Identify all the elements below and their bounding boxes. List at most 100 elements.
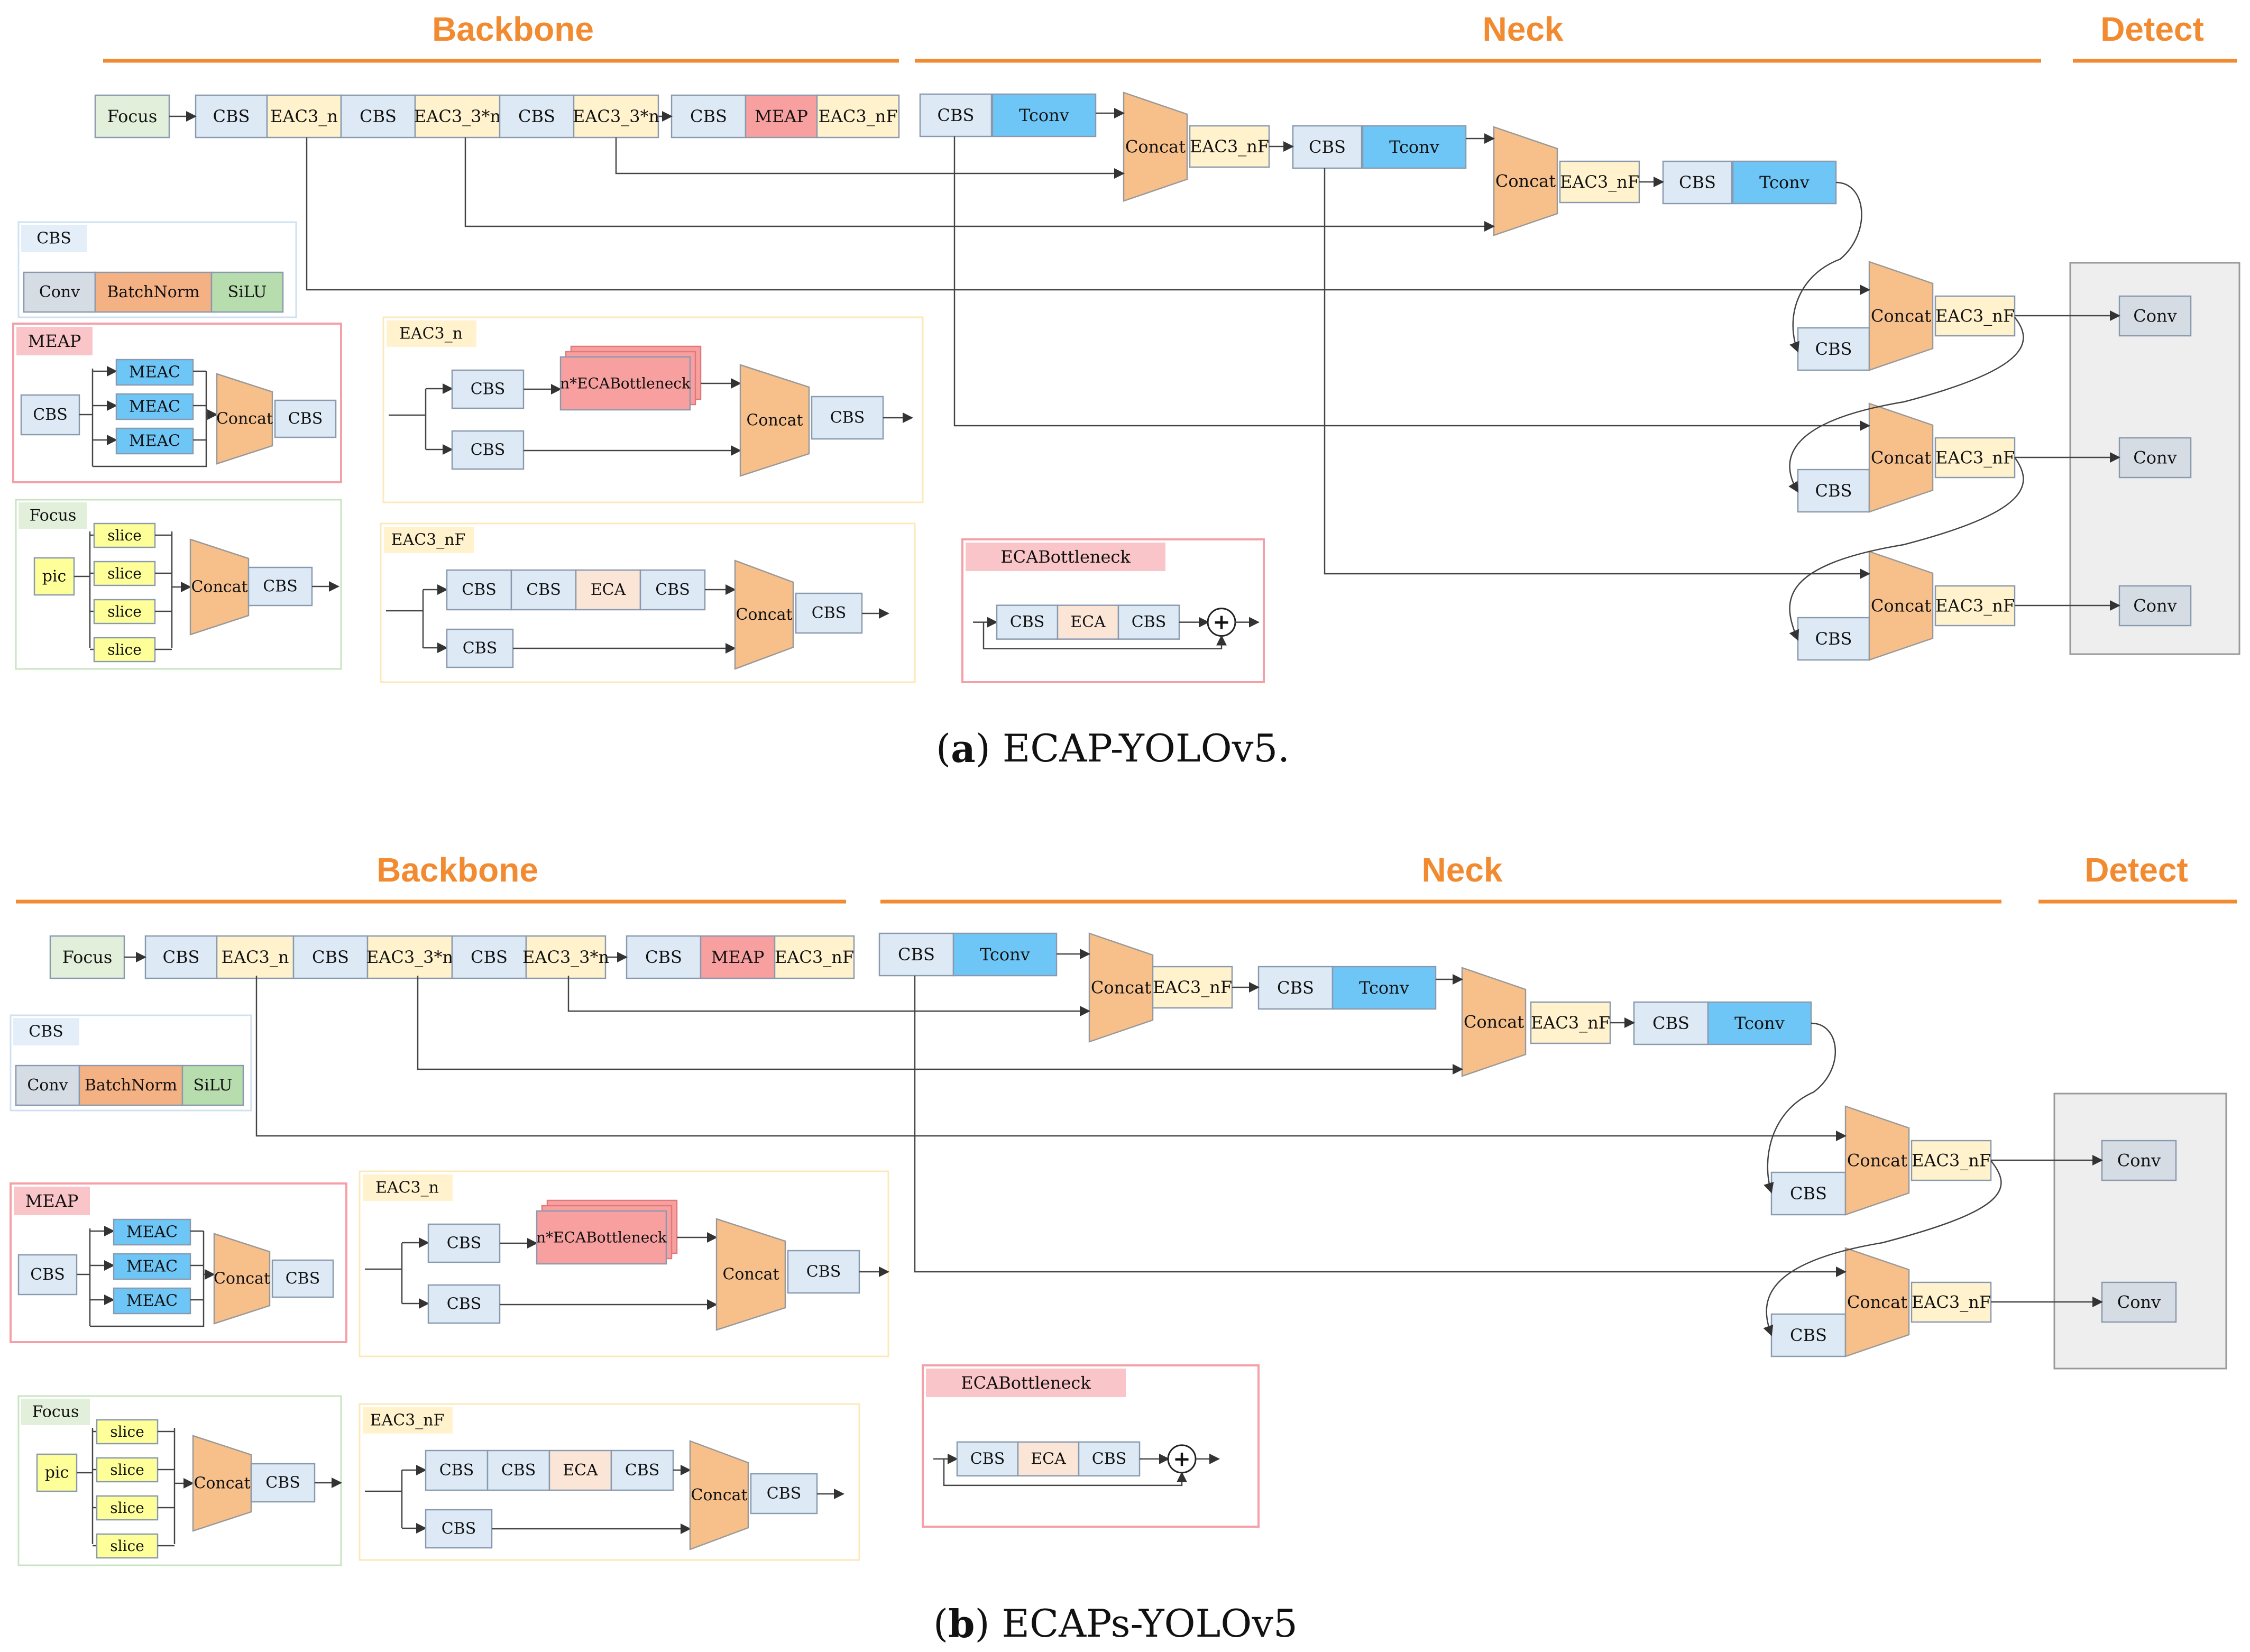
detect-eac3nf-2-label: EAC3_nF [1935, 596, 2015, 616]
legend-ecab-chain-2-label: CBS [1092, 1449, 1127, 1468]
legend-eac3n-top-label: CBS [447, 1234, 482, 1253]
legend-focus-input-rect [36, 1453, 78, 1492]
legend-eac3nf-output: CBS [750, 1473, 818, 1515]
neck-cbs-1-label: CBS [898, 944, 935, 965]
legend-focus-slice-0-rect [93, 522, 156, 548]
legend-focus-concat-shape [189, 538, 250, 636]
neck-concat-2-label: Concat [1495, 171, 1556, 191]
backbone-node-1: CBS [144, 935, 218, 979]
neck-concat-1-shape [1088, 932, 1154, 1043]
legend-focus-slice-3-rect [96, 1533, 159, 1559]
legend-eac3n-bottom: CBS [451, 430, 525, 470]
neck-concat-1-label: Concat [1091, 978, 1151, 998]
legend-eac3nf-title: EAC3_nF [391, 531, 466, 549]
legend-ecab-chain-0-rect [956, 1441, 1019, 1477]
detect-cbs-1-rect [1797, 469, 1870, 513]
legend-ecab-title-bg [926, 1369, 1126, 1397]
legend-meap-bypass [90, 1231, 205, 1327]
legend-eac3nf-chain-2-rect [548, 1449, 612, 1491]
backbone-node-3-rect [292, 935, 369, 979]
backbone-node-5-label: CBS [518, 106, 555, 126]
backbone-node-4: EAC3_3*n [414, 94, 501, 139]
legend-focus-concat-label: Concat [191, 578, 247, 596]
legend-meap-concat-label: Concat [214, 1270, 270, 1288]
detect-cbs-0-label: CBS [1815, 339, 1852, 359]
detect-eac3nf-0: EAC3_nF [1934, 295, 2016, 337]
legend-eac3nf-chain-1-rect [486, 1449, 550, 1491]
legend-eac3nf-chain-0: CBS [425, 1449, 489, 1491]
neck-tconv-1: Tconv [952, 932, 1058, 977]
backbone-node-8-label: MEAP [711, 947, 765, 967]
backbone-node-8-label: MEAP [755, 106, 808, 126]
legend-meap-branch-1-label: MEAC [129, 398, 180, 416]
legend-eac3n-concat-shape [739, 364, 810, 477]
backbone-node-4-label: EAC3_3*n [414, 106, 501, 126]
backbone-node-3-rect [340, 94, 416, 139]
detect-eac3nf-1: EAC3_nF [1934, 437, 2016, 479]
legend-focus-slice-2-rect [93, 599, 156, 625]
legend-focus-output: CBS [250, 1463, 316, 1503]
legend-eac3n-top-label: CBS [471, 380, 506, 399]
neck-tconv-3-rect [1732, 160, 1837, 205]
neck-tconv-2-label: Tconv [1389, 137, 1439, 157]
legend-ecab-title: ECABottleneck [1000, 547, 1131, 567]
legend-ecab-border [961, 538, 1265, 683]
legend-cbs-item-1: BatchNorm [94, 271, 213, 313]
legend-eac3n-title: EAC3_n [375, 1179, 439, 1197]
detect-eac3nf-1-label: EAC3_nF [1935, 448, 2015, 468]
legend-cbs-item-2: SiLU [181, 1064, 244, 1106]
legend-cbs-item-2-label: SiLU [194, 1076, 233, 1095]
detect-conv-1-rect [2118, 437, 2192, 479]
detect-cbs-2: CBS [1797, 617, 1870, 661]
legend-focus-concat: Concat [189, 538, 250, 636]
neck-concat-1-shape [1123, 91, 1188, 202]
legend-meap-input-rect [20, 394, 80, 436]
neck-concat-2: Concat [1461, 967, 1527, 1077]
legend-cbs-item-1: BatchNorm [78, 1064, 183, 1106]
legend-focus-input: pic [33, 557, 75, 596]
legend-meap-branch-0: MEAC [115, 359, 194, 386]
legend-focus-slice-3-label: slice [110, 1537, 144, 1555]
backbone-node-2-rect [216, 935, 295, 979]
detect-concat-0-label: Concat [1871, 306, 1931, 326]
backbone-node-1-rect [144, 935, 218, 979]
edge-curve-2 [1788, 317, 2024, 493]
backbone-node-9: EAC3_nF [774, 935, 855, 979]
neck-concat-1: Concat [1123, 91, 1188, 202]
detect-conv-2-label: Conv [2133, 596, 2176, 616]
legend-focus-slice-2: slice [96, 1495, 159, 1521]
edge-curve-1 [1764, 1022, 1836, 1194]
legend-focus-title: Focus [30, 507, 77, 525]
neck-concat-1: Concat [1088, 932, 1154, 1043]
detect-concat-0: Concat [1844, 1105, 1910, 1216]
detect-eac3nf-2: EAC3_nF [1934, 585, 2016, 627]
legend-cbs-title-bg [21, 225, 87, 252]
backbone-node-5: CBS [499, 94, 575, 139]
legend-eac3n-bottom: CBS [427, 1284, 501, 1324]
neck-tconv-1-label: Tconv [980, 944, 1030, 965]
backbone-node-6: EAC3_3*n [573, 94, 659, 139]
legend-eac3n-title-bg [363, 1174, 453, 1201]
backbone-node-0: Focus [49, 935, 125, 979]
neck-tconv-1-label: Tconv [1019, 105, 1069, 125]
legend-eac3nf-title: EAC3_nF [370, 1411, 445, 1430]
legend-focus-slice-1-label: slice [107, 565, 142, 582]
backbone-node-0-label: Focus [62, 947, 113, 967]
legend-meap-input-label: CBS [30, 1265, 65, 1284]
detect-concat-0-label: Concat [1847, 1151, 1907, 1171]
legend-eac3nf-concat: Concat [734, 559, 794, 670]
backbone-node-2-rect [266, 94, 342, 139]
caption-open: ( [936, 726, 951, 770]
legend-eac3nf-title-bg [363, 1407, 453, 1434]
neck-concat-2: Concat [1493, 126, 1558, 236]
neck-tconv-2-rect [1362, 125, 1467, 169]
legend-eac3nf-bottom-rect [425, 1509, 493, 1549]
legend-eac3nf-chain-3: CBS [639, 569, 706, 611]
legend-meap-title-bg [16, 327, 93, 355]
legend-meap-branch-0-rect [115, 359, 194, 386]
caption-text: ) ECAPs-YOLOv5 [975, 1601, 1297, 1646]
legend-eac3nf-chain-3-label: CBS [655, 581, 690, 599]
backbone-node-6-rect [525, 935, 607, 979]
detect-concat-1: Concat [1868, 402, 1934, 513]
